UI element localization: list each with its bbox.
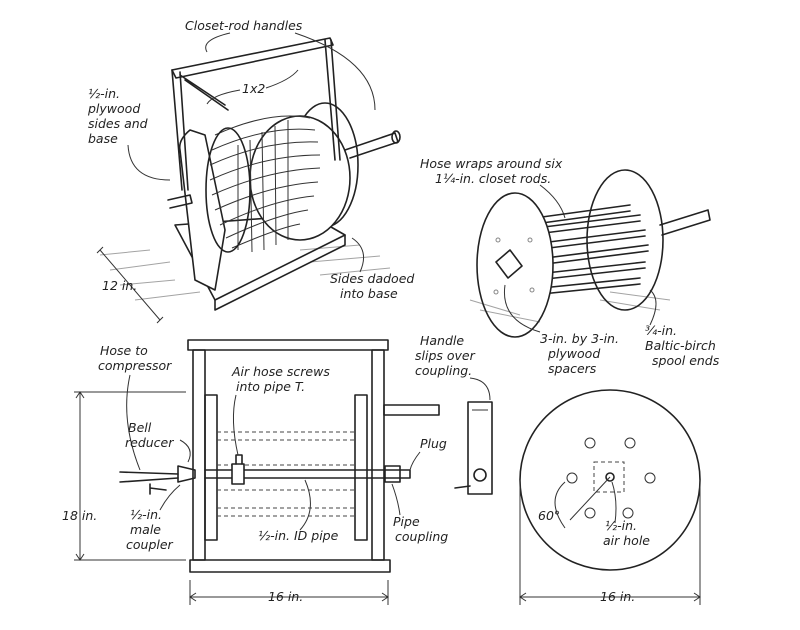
hose-compressor-line2: compressor [98,358,172,373]
ground-hatching-right [469,291,671,323]
birch-line1: ¾-in. [645,323,677,338]
front-spool-end [476,192,554,338]
bell-line2: reducer [125,435,174,450]
birch-line3: spool ends [652,353,720,368]
sides-dadoed-line2: into base [340,286,398,301]
male-line2: male [130,522,161,537]
spacers-line1: 3-in. by 3-in. [540,331,619,346]
handle-slips-line2: slips over [415,348,476,363]
air-hole-line2: air hole [603,533,650,548]
hose-wraps-line1: Hose wraps around six [420,156,563,171]
handle-bar [467,401,493,495]
closet-rod-handles-label: Closet-rod handles [185,18,303,33]
air-hose-line1: Air hose screws [231,364,330,379]
hidden-rods [217,431,355,517]
pipe-coupling-line1: Pipe [393,514,420,529]
handle-detail-view: Handle slips over coupling. [415,333,493,495]
plywood-sides-line1: ½-in. [88,86,120,101]
spacers-line3: spacers [548,361,597,376]
eighteen-in-dimension [74,391,186,561]
bottom-sixteen-in-label: 16 in. [268,589,303,604]
sides-dadoed-line1: Sides dadoed [330,271,414,286]
air-hose-line2: into pipe T. [236,379,305,394]
hose-compressor-line1: Hose to [100,343,148,358]
male-line1: ½-in. [130,507,162,522]
rod-holes [566,437,656,519]
plywood-sides-line3: sides and [88,116,148,131]
id-pipe-label: ½-in. ID pipe [258,528,339,543]
circle-sixteen-in-label: 16 in. [600,589,635,604]
hose-coil [205,115,351,253]
handle-frame [171,37,334,79]
twelve-in-label: 12 in. [102,278,137,293]
circle-sixteen-in-dimension [519,480,701,605]
twelve-in-dimension [96,246,164,324]
ground-hatching [99,244,391,301]
back-spool-end [586,169,664,311]
handle-slips-line1: Handle [420,333,464,348]
plug-label: Plug [420,436,447,451]
left-side-panel [178,129,226,291]
spool-view: Hose wraps around six 1¼-in. closet rods… [420,156,720,376]
handle-slips-line3: coupling. [415,363,472,378]
hose-wraps-line2: 1¼-in. closet rods. [435,171,551,186]
elevation-base [189,559,391,573]
plywood-sides-line4: base [88,131,118,146]
spacer-square [495,249,523,279]
pipe-coupling-line2: coupling [395,529,448,544]
sixty-deg-label: 60° [538,508,560,523]
one-by-two-label: 1x2 [242,81,265,96]
elevation-handle [187,339,389,351]
birch-line2: Baltic-birch [645,338,716,353]
bottom-sixteen-in-dimension [189,580,389,605]
bell-line1: Bell [128,420,152,435]
spool-axle [659,209,711,236]
eighteen-in-label: 18 in. [62,508,97,523]
plywood-sides-line2: plywood [87,101,140,116]
air-hole [605,472,615,482]
spacers-line2: plywood [547,346,600,361]
air-hole-line1: ½-in. [605,518,637,533]
spool-end-disc-view: 60° ½-in. air hole 16 in. [519,389,701,605]
assembled-reel-view: 12 in. Closet-rod handles 1x2 ½-in. plyw… [87,18,414,324]
male-line3: coupler [126,537,174,552]
axle-pipe [344,132,399,159]
disc-spacer-square [593,461,625,493]
front-elevation-view: 18 in. 16 in. Hose to compressor Air hos… [62,339,448,605]
